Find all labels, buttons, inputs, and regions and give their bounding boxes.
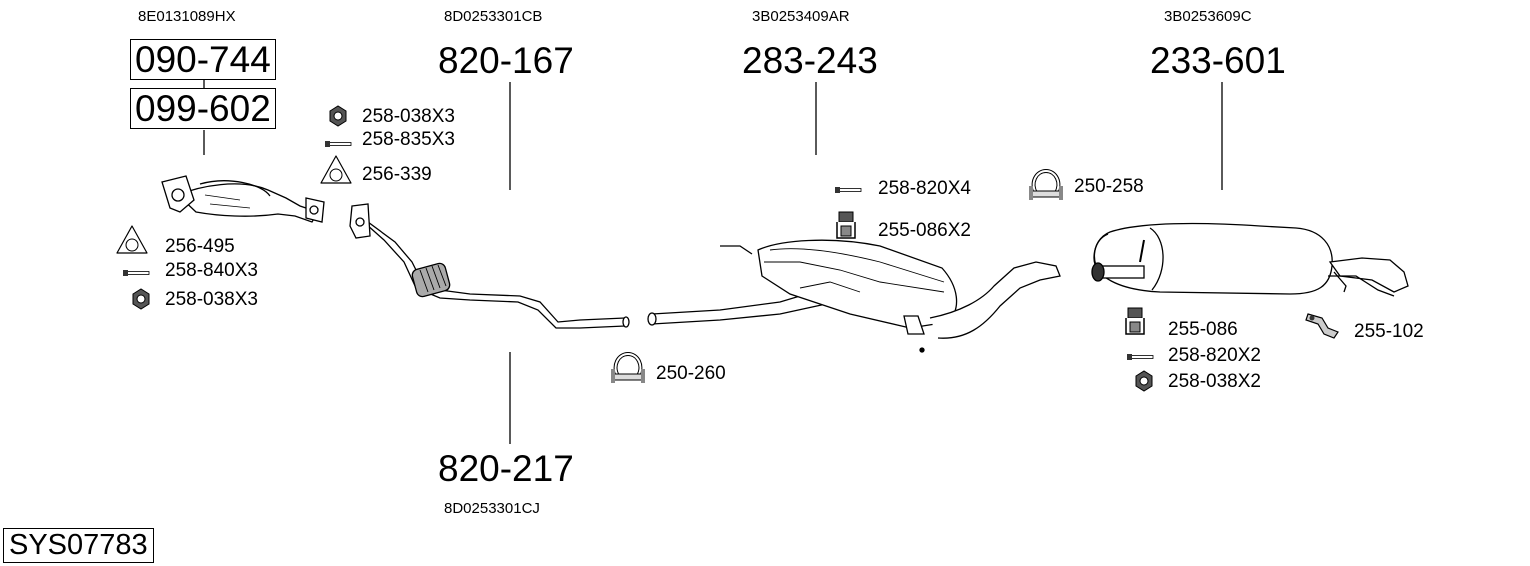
part-number-box[interactable]: 090-744: [130, 39, 276, 80]
nut-icon: [329, 105, 347, 127]
rubber-mount-icon: [836, 211, 856, 239]
bolt-icon: [1126, 353, 1154, 361]
clamp-icon: [1027, 169, 1065, 202]
accessory-label[interactable]: 258-038X2: [1168, 371, 1261, 392]
part-number[interactable]: 283-243: [742, 40, 878, 81]
bolt-icon: [834, 186, 862, 194]
oem-number: 3B0253609C: [1164, 8, 1252, 25]
accessory-label[interactable]: 255-102: [1354, 321, 1424, 342]
accessory-label[interactable]: 258-038X3: [165, 289, 258, 310]
oem-number: 3B0253409AR: [752, 8, 850, 25]
nut-icon: [132, 288, 150, 310]
gasket-icon: [320, 155, 352, 184]
leader-lines: [203, 80, 1223, 444]
rear-silencer: [1091, 222, 1409, 297]
accessory-label[interactable]: 258-038X3: [362, 106, 455, 127]
clamp-icon: [609, 352, 647, 385]
accessory-label[interactable]: 250-258: [1074, 176, 1144, 197]
accessory-label[interactable]: 258-835X3: [362, 129, 455, 150]
part-number[interactable]: 820-167: [438, 40, 574, 81]
oem-number: 8E0131089HX: [138, 8, 236, 25]
accessory-label[interactable]: 256-495: [165, 236, 235, 257]
catalytic-converter: [161, 175, 325, 223]
accessory-label[interactable]: 258-820X4: [878, 178, 971, 199]
part-number[interactable]: 820-217: [438, 448, 574, 489]
accessory-label[interactable]: 255-086: [1168, 319, 1238, 340]
part-number-box[interactable]: 099-602: [130, 88, 276, 129]
system-code-box: SYS07783: [3, 528, 154, 563]
nut-icon: [1135, 370, 1153, 392]
oem-number: 8D0253301CB: [444, 8, 543, 25]
gasket-icon: [116, 225, 148, 254]
accessory-label[interactable]: 250-260: [656, 363, 726, 384]
oem-number: 8D0253301CJ: [444, 500, 540, 517]
middle-silencer: [647, 239, 1061, 353]
front-pipe: [349, 203, 630, 329]
accessory-label[interactable]: 258-820X2: [1168, 345, 1261, 366]
bracket-icon: [1305, 313, 1339, 339]
rubber-mount-icon: [1125, 307, 1145, 335]
accessory-label[interactable]: 256-339: [362, 164, 432, 185]
bolt-icon: [122, 269, 150, 277]
part-number[interactable]: 233-601: [1150, 40, 1286, 81]
accessory-label[interactable]: 258-840X3: [165, 260, 258, 281]
accessory-label[interactable]: 255-086X2: [878, 220, 971, 241]
bolt-icon: [324, 140, 352, 148]
